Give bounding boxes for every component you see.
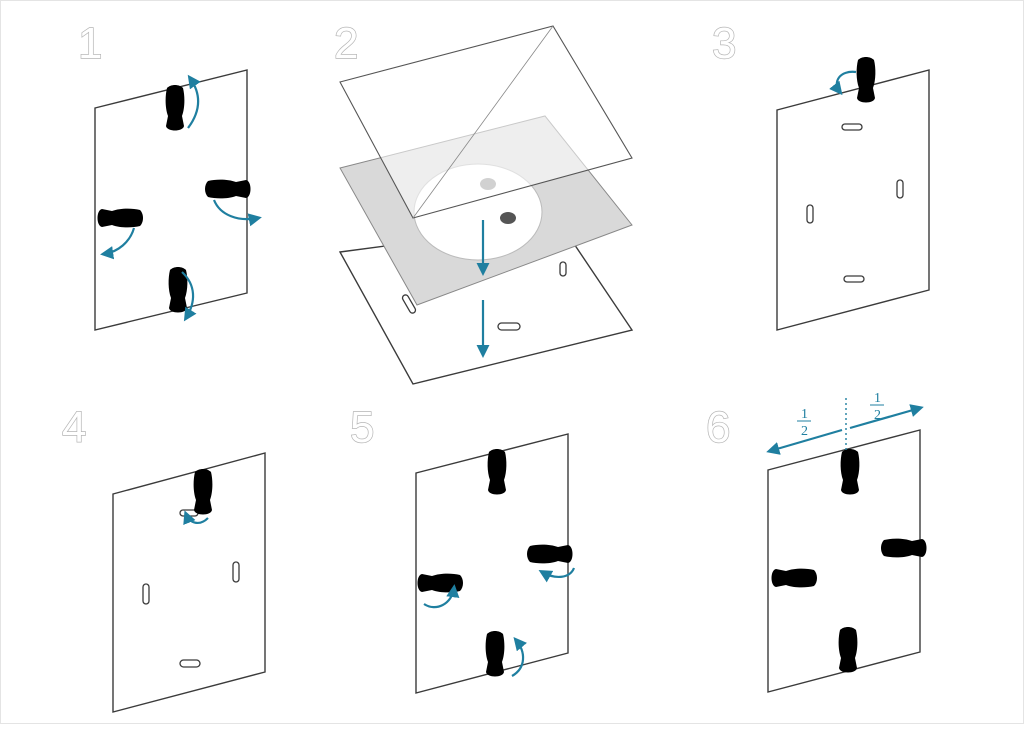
step-number-6: 6 xyxy=(705,402,731,452)
measure-arrow-icon xyxy=(766,428,843,455)
measure-arrow-icon xyxy=(849,404,924,430)
hanger-icon xyxy=(840,449,860,495)
rotate-arrow-icon xyxy=(181,271,197,322)
clip-icon xyxy=(417,573,463,593)
frame-board xyxy=(415,433,569,694)
svg-text:3: 3 xyxy=(712,19,736,68)
svg-text:2: 2 xyxy=(801,424,808,439)
hanger-icon xyxy=(856,57,876,103)
clip-icon xyxy=(527,544,573,564)
step-number-2: 2 xyxy=(333,18,359,68)
svg-text:1: 1 xyxy=(801,407,808,422)
svg-text:4: 4 xyxy=(62,403,86,452)
svg-text:1: 1 xyxy=(78,19,102,68)
rotate-arrow-icon xyxy=(212,199,262,227)
rotate-arrow-icon xyxy=(183,510,209,526)
rotate-arrow-icon xyxy=(829,70,857,96)
back-board xyxy=(776,69,930,331)
clip-icon xyxy=(881,538,927,558)
hanger-icon xyxy=(193,469,213,515)
back-board xyxy=(112,452,266,713)
step-2-diagram xyxy=(338,25,634,385)
step-number-3: 3 xyxy=(711,18,737,68)
step-5-diagram xyxy=(415,433,576,694)
rotate-arrow-icon xyxy=(187,74,201,129)
rotate-arrow-icon xyxy=(423,584,460,609)
rotate-arrow-icon xyxy=(100,227,136,260)
step-3-diagram xyxy=(776,57,930,331)
step-number-1: 1 xyxy=(77,18,103,68)
svg-text:2: 2 xyxy=(334,19,358,68)
svg-text:6: 6 xyxy=(706,403,730,452)
frame-board xyxy=(767,429,921,693)
clip-icon xyxy=(487,449,507,495)
clip-icon xyxy=(165,85,185,131)
rotate-arrow-icon xyxy=(511,636,527,677)
left-half-label: 1 2 xyxy=(797,407,811,439)
clip-icon xyxy=(205,179,251,199)
svg-text:2: 2 xyxy=(874,408,881,423)
step-6-diagram: 1 2 1 2 xyxy=(766,391,927,693)
step-1-diagram xyxy=(94,69,262,331)
step-number-4: 4 xyxy=(61,402,87,452)
step-4-diagram xyxy=(112,452,266,713)
clip-icon xyxy=(97,208,143,228)
glass-pane xyxy=(339,25,633,219)
clip-icon xyxy=(485,631,505,677)
clip-icon xyxy=(838,627,858,673)
step-number-5: 5 xyxy=(349,402,375,452)
svg-text:5: 5 xyxy=(350,403,374,452)
svg-text:1: 1 xyxy=(874,391,881,406)
rotate-arrow-icon xyxy=(538,567,576,583)
clip-icon xyxy=(771,568,817,588)
right-half-label: 1 2 xyxy=(870,391,884,423)
